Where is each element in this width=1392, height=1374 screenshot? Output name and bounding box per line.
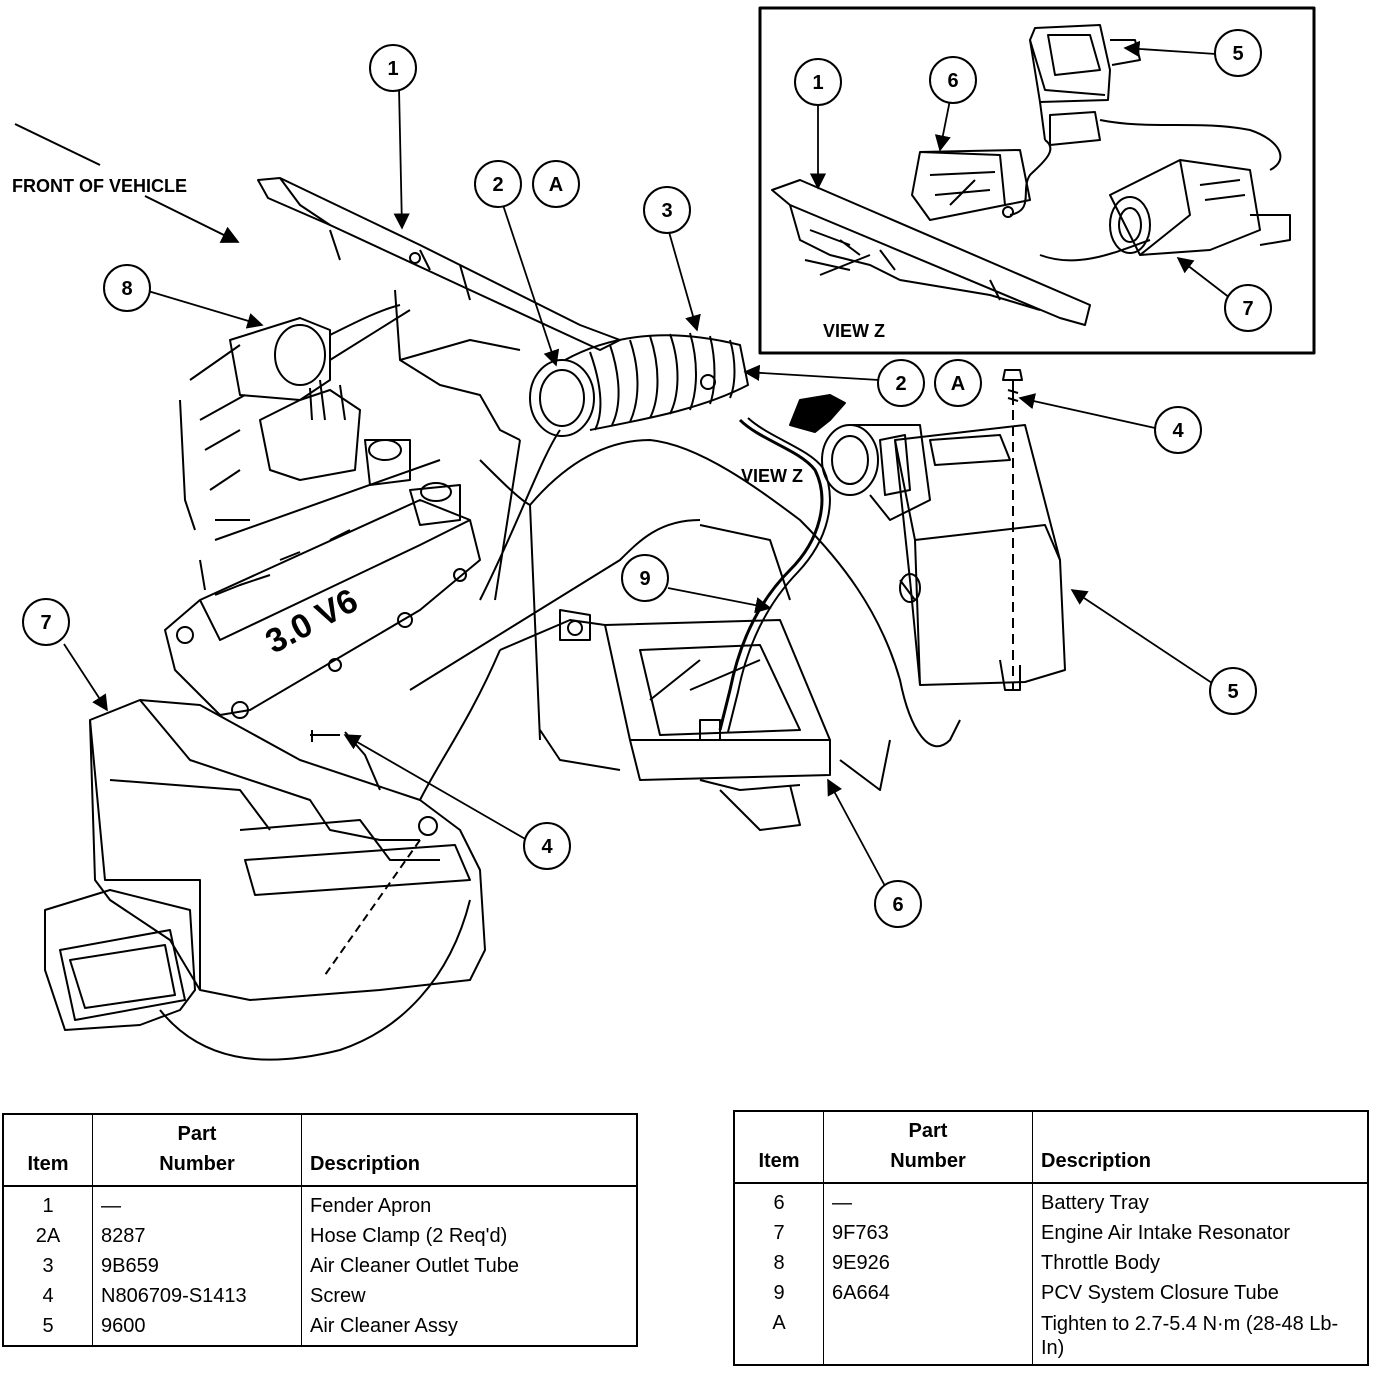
row-description: Engine Air Intake Resonator xyxy=(1041,1222,1291,1244)
row-description: Air Cleaner Outlet Tube xyxy=(310,1255,519,1277)
header-description: Description xyxy=(1032,1111,1368,1184)
row-item: 1 xyxy=(3,1186,93,1221)
inset-callout-6: 6 xyxy=(947,70,958,92)
engine-throttle-body xyxy=(164,309,481,719)
header-part-number-text: Part Number xyxy=(159,1123,235,1175)
row-part-number: 9600 xyxy=(92,1311,302,1346)
row-part-number: 9E926 xyxy=(823,1248,1033,1278)
callout-a-torque: A xyxy=(549,174,563,196)
callout-circles xyxy=(22,29,1272,928)
row-item: 5 xyxy=(3,1311,93,1346)
parts-table-left: Item Part Number Description 1 — Fender … xyxy=(2,1113,638,1347)
row-part-number: — xyxy=(823,1183,1033,1218)
table-row: 2A 8287 Hose Clamp (2 Req'd) xyxy=(3,1221,637,1251)
callout-8-throttle: 8 xyxy=(121,278,132,300)
inset-fender-apron xyxy=(771,179,1091,326)
front-of-vehicle-arrow-upper xyxy=(14,123,101,166)
header-item: Item xyxy=(3,1114,93,1187)
callout-3-tube: 3 xyxy=(661,200,672,222)
row-part-number: — xyxy=(92,1186,302,1221)
row-description: Hose Clamp (2 Req'd) xyxy=(310,1225,508,1247)
inset-battery-tray xyxy=(911,149,1031,221)
table-row: 9 6A664 PCV System Closure Tube xyxy=(734,1278,1368,1308)
header-part-number-text: Part Number xyxy=(890,1120,966,1172)
row-item: 8 xyxy=(734,1248,824,1278)
table-row: A Tighten to 2.7-5.4 N·m (28-48 Lb-In) xyxy=(734,1308,1368,1365)
view-z-arrow xyxy=(789,394,846,433)
front-of-vehicle-label: FRONT OF VEHICLE xyxy=(12,176,187,196)
inset-air-cleaner xyxy=(1029,24,1141,146)
table-row: 1 — Fender Apron xyxy=(3,1186,637,1221)
callout-2-clamp-right: 2 xyxy=(895,373,906,395)
table-row: 4 N806709-S1413 Screw xyxy=(3,1281,637,1311)
row-part-number: 9F763 xyxy=(823,1218,1033,1248)
inset-callout-5: 5 xyxy=(1232,43,1243,65)
callout-4-screw-left: 4 xyxy=(541,836,553,858)
header-part-number: Part Number xyxy=(823,1111,1033,1184)
header-part-number: Part Number xyxy=(92,1114,302,1187)
table-row: 8 9E926 Throttle Body xyxy=(734,1248,1368,1278)
row-description: Tighten to 2.7-5.4 N·m (28-48 Lb-In) xyxy=(1041,1313,1339,1359)
row-item: 4 xyxy=(3,1281,93,1311)
row-item: 3 xyxy=(3,1251,93,1281)
row-part-number xyxy=(823,1308,1033,1365)
table-row: 7 9F763 Engine Air Intake Resonator xyxy=(734,1218,1368,1248)
row-description: Screw xyxy=(310,1285,366,1307)
callout-6-tray: 6 xyxy=(892,894,903,916)
battery-tray xyxy=(499,609,831,831)
header-description: Description xyxy=(301,1114,637,1187)
row-item: 2A xyxy=(3,1221,93,1251)
engine-badge: 3.0 V6 xyxy=(259,581,364,661)
view-z-label-main: VIEW Z xyxy=(741,466,803,486)
callout-5-cleaner: 5 xyxy=(1227,681,1238,703)
row-part-number: N806709-S1413 xyxy=(92,1281,302,1311)
inset-callout-7: 7 xyxy=(1242,298,1253,320)
row-item: 9 xyxy=(734,1278,824,1308)
row-part-number: 9B659 xyxy=(92,1251,302,1281)
inset-resonator xyxy=(1109,159,1291,256)
row-item: 7 xyxy=(734,1218,824,1248)
exploded-parts-diagram: 3.0 V6 xyxy=(12,6,1316,1061)
row-item: A xyxy=(734,1308,824,1365)
view-z-inset-frame xyxy=(758,6,1316,355)
front-of-vehicle-arrow xyxy=(144,195,240,243)
row-description: Throttle Body xyxy=(1041,1252,1160,1274)
inset-hose-line xyxy=(1009,119,1282,262)
inset-callout-1: 1 xyxy=(812,72,823,94)
view-z-label-inset: VIEW Z xyxy=(823,321,885,341)
row-part-number: 8287 xyxy=(92,1221,302,1251)
callout-1-fender: 1 xyxy=(387,58,398,80)
row-description: Fender Apron xyxy=(310,1195,432,1217)
table-row: 5 9600 Air Cleaner Assy xyxy=(3,1311,637,1346)
screw-left xyxy=(310,730,381,791)
row-description: Air Cleaner Assy xyxy=(310,1315,458,1337)
table-row: 3 9B659 Air Cleaner Outlet Tube xyxy=(3,1251,637,1281)
air-cleaner-assy xyxy=(821,424,1066,691)
air-cleaner-outlet-tube xyxy=(529,332,749,437)
table-row: 6 — Battery Tray xyxy=(734,1183,1368,1218)
callout-7-resonator: 7 xyxy=(40,612,51,634)
fender-apron xyxy=(257,177,621,441)
row-item: 6 xyxy=(734,1183,824,1218)
header-item: Item xyxy=(734,1111,824,1184)
screw-right xyxy=(1002,369,1023,690)
callout-4-screw-right: 4 xyxy=(1172,420,1184,442)
row-description: Battery Tray xyxy=(1041,1192,1149,1214)
engine-air-intake-resonator xyxy=(44,699,486,1061)
row-part-number: 6A664 xyxy=(823,1278,1033,1308)
callout-a-torque-right: A xyxy=(951,373,965,395)
row-description: PCV System Closure Tube xyxy=(1041,1282,1279,1304)
inner-fender-outline xyxy=(409,439,961,801)
parts-table-right: Item Part Number Description 6 — Battery… xyxy=(733,1110,1369,1366)
callout-9-pcv: 9 xyxy=(639,568,650,590)
leader-lines xyxy=(63,40,1231,887)
callout-2-clamp: 2 xyxy=(492,174,503,196)
